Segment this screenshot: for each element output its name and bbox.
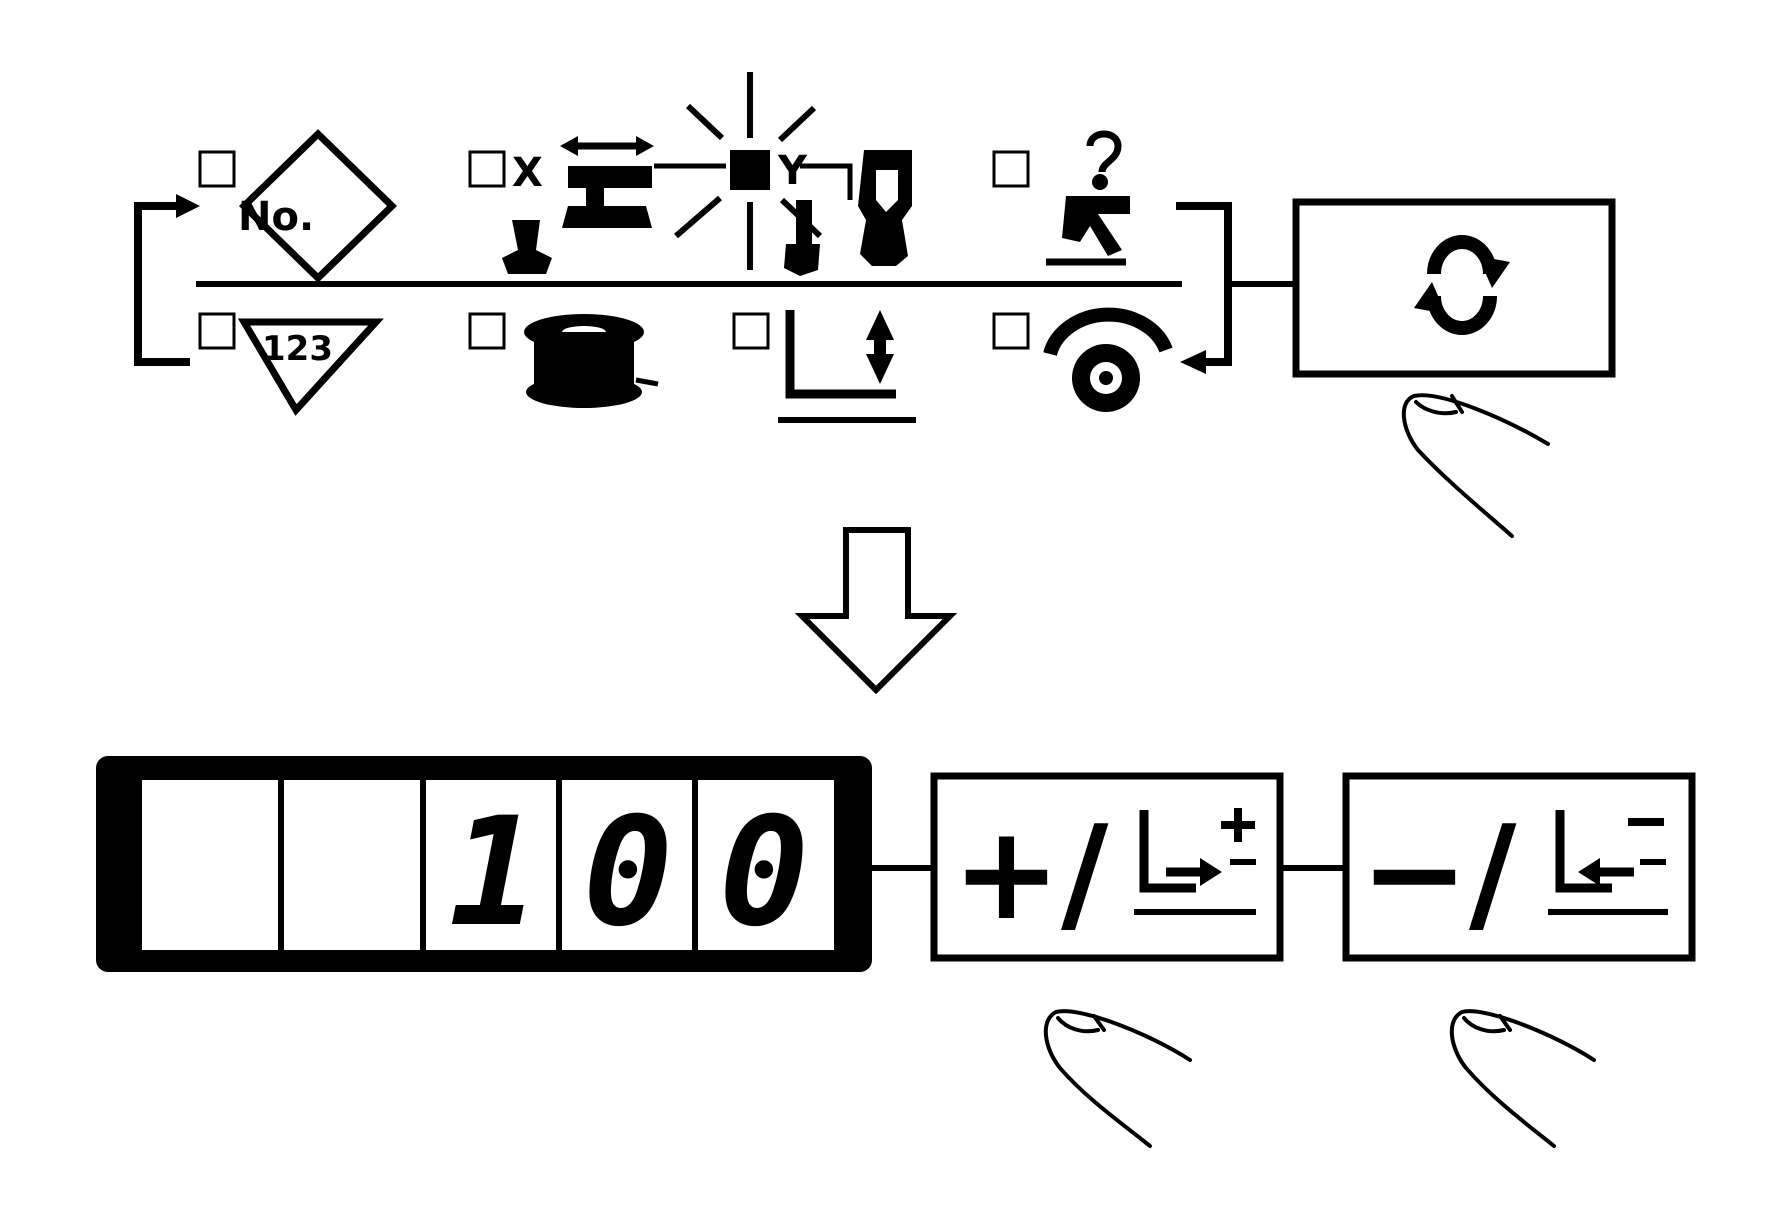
indicator-led: [198, 312, 236, 350]
presser-minus-icon: [1548, 810, 1668, 915]
lit-indicator-rays: [674, 72, 823, 270]
y-axis-label: Y: [777, 148, 808, 194]
indicator-pattern-no: No.: [198, 129, 398, 283]
indicator-counter: 123: [198, 312, 384, 416]
indicator-led: [468, 150, 506, 188]
x-axis-label: X: [512, 150, 543, 196]
indicator-bobbin: [468, 312, 659, 408]
indicator-led: [992, 312, 1030, 350]
thread-tension-icon: [800, 150, 912, 266]
indicator-led: [198, 150, 236, 188]
presser-height-icon: [778, 310, 916, 423]
minus-key[interactable]: −/: [1342, 772, 1696, 962]
finger-minus-key: [1449, 1009, 1596, 1148]
finger-plus-key: [1043, 1009, 1192, 1148]
xy-scale-icon: [502, 136, 726, 274]
cycle-icon: [1414, 235, 1510, 335]
plus-key-symbol: +/: [952, 797, 1109, 949]
pattern-number-icon: No.: [238, 129, 398, 283]
display-digit-5: 0: [719, 786, 809, 960]
mode-panel: No. X: [134, 72, 1296, 423]
indicator-led: [992, 150, 1030, 188]
select-key[interactable]: [1292, 198, 1616, 378]
digit-cells: [142, 780, 834, 950]
pattern-no-label: No.: [238, 194, 314, 240]
loop-bracket-left: [134, 194, 200, 366]
thread-winder-icon: [1046, 130, 1130, 266]
indicator-led: [732, 312, 770, 350]
down-arrow-icon: [794, 527, 958, 695]
indicator-xy-scale: X Y: [468, 72, 823, 276]
indicator-led: [468, 312, 506, 350]
speed-dial-icon: [1043, 307, 1173, 412]
finger-select-key: [1401, 393, 1550, 538]
bobbin-winder-icon: [524, 314, 659, 408]
indicator-presser-height: [732, 310, 916, 423]
y-axis-icon: [784, 200, 820, 276]
display-digit-4: 0: [583, 786, 673, 960]
indicator-winder: [992, 130, 1130, 266]
presser-plus-icon: [1134, 808, 1256, 915]
counter-icon: 123: [237, 318, 384, 416]
indicator-speed-dial: [992, 307, 1173, 412]
plus-key[interactable]: +/: [930, 772, 1284, 962]
counter-label: 123: [262, 329, 333, 369]
indicator-thread-tension: [800, 150, 912, 266]
display-digit-3: 1: [449, 786, 539, 960]
led-display: 1 0 0: [96, 756, 872, 972]
minus-key-symbol: −/: [1360, 797, 1517, 949]
loop-bracket-right: [1176, 202, 1296, 374]
